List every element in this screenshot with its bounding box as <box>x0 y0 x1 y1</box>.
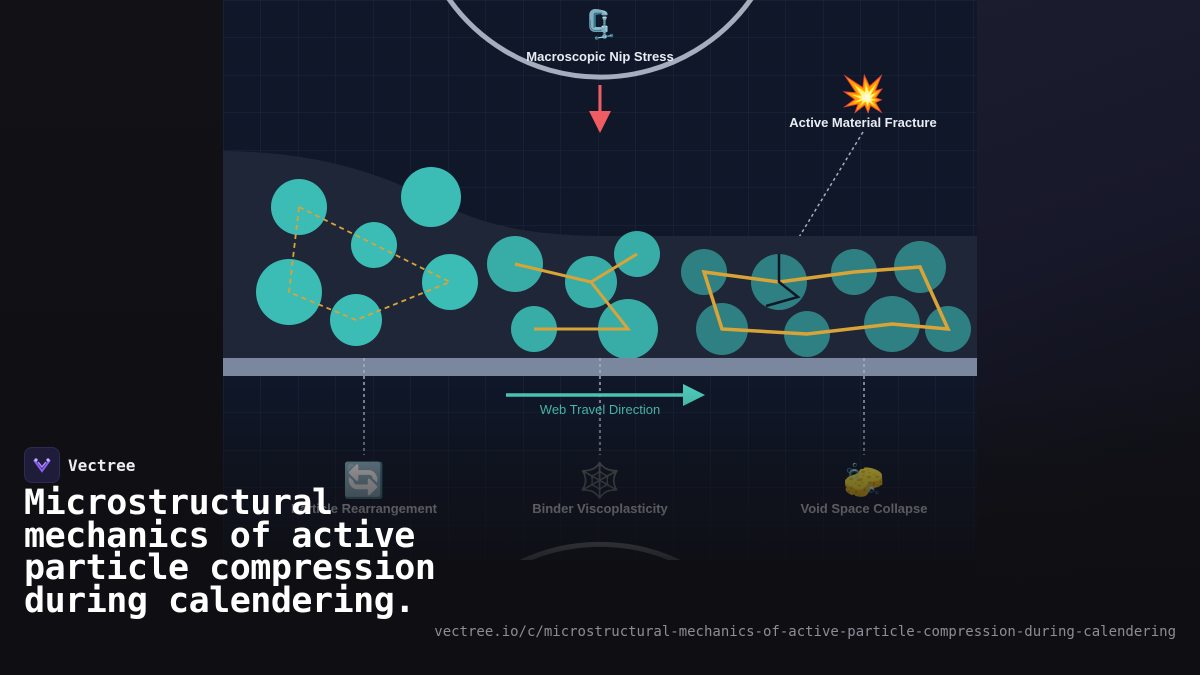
calendering-diagram: 🗜️ Macroscopic Nip Stress 💥 Active Mater… <box>223 0 977 560</box>
viscoplasticity-label: Binder Viscoplasticity <box>532 501 668 516</box>
right-background <box>976 0 1200 675</box>
viscoplasticity-icon: 🕸️ <box>579 461 621 501</box>
fracture-icon: 💥 <box>841 73 886 115</box>
binder-network-viscoplastic <box>514 252 638 331</box>
void-collapse-label: Void Space Collapse <box>801 501 928 516</box>
void-collapse-icon: 🧽 <box>843 461 889 501</box>
nip-stress-icon: 🗜️ <box>583 8 618 41</box>
vectree-logo-icon <box>24 447 60 483</box>
particle <box>330 294 382 346</box>
brand: Vectree <box>24 447 135 483</box>
page-title: Microstructural mechanics of active part… <box>24 483 436 621</box>
particle-crack <box>765 254 801 308</box>
fracture-label: Active Material Fracture <box>789 115 936 130</box>
particle <box>422 254 478 310</box>
particle <box>401 167 461 227</box>
binder-network-compacted <box>701 265 951 336</box>
stage-2-particles <box>487 231 660 359</box>
binder-network-loose <box>288 205 453 321</box>
brand-name: Vectree <box>68 455 136 475</box>
source-url: vectree.io/c/microstructural-mechanics-o… <box>434 624 1176 640</box>
stress-arrow-head <box>589 111 611 133</box>
direction-label: Web Travel Direction <box>540 402 660 417</box>
calender-roller <box>446 0 754 80</box>
nip-stress-label: Macroscopic Nip Stress <box>526 49 673 64</box>
